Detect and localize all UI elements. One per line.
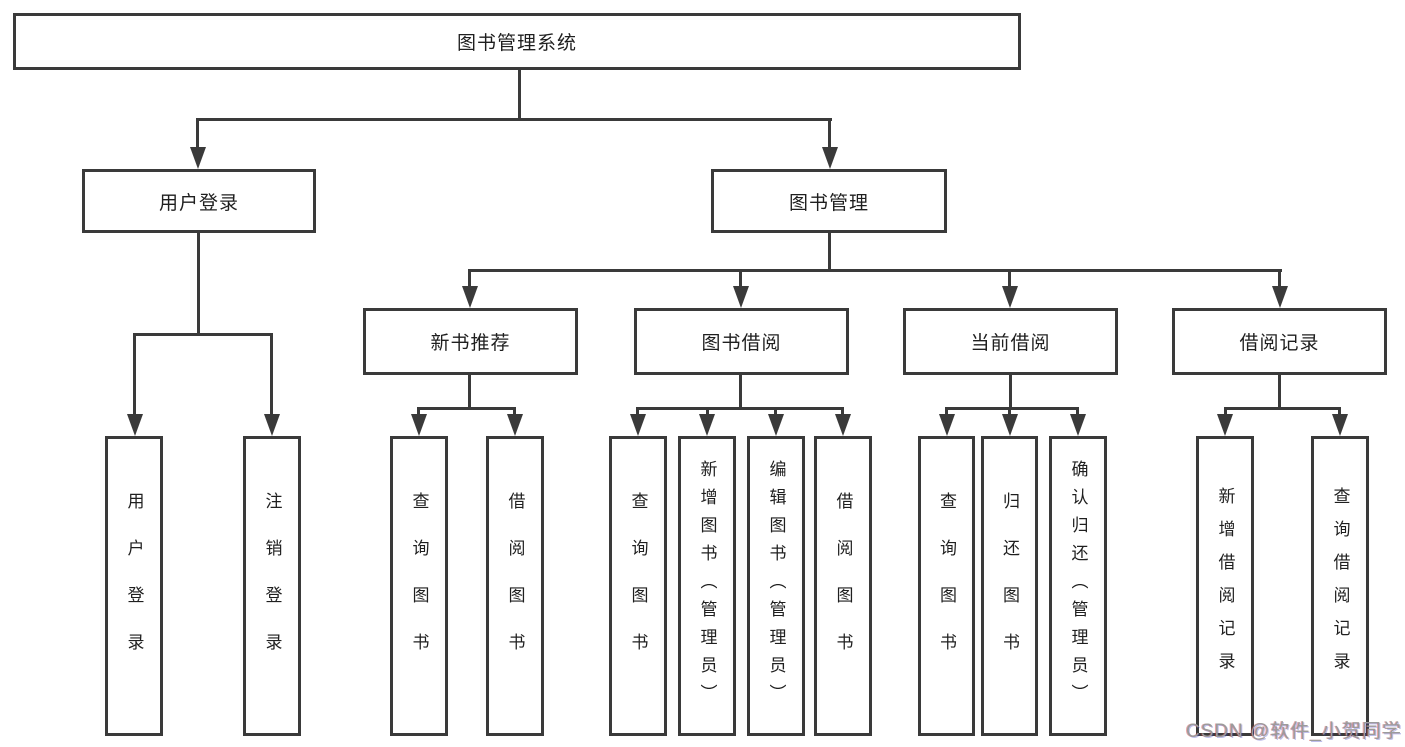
connector-line bbox=[417, 407, 516, 410]
node-label: 借阅图书 bbox=[833, 492, 853, 680]
arrow-down-icon bbox=[699, 414, 715, 436]
connector-line bbox=[841, 407, 844, 416]
node-user-login: 用户登录 bbox=[82, 169, 316, 233]
arrow-down-icon bbox=[1272, 286, 1288, 308]
leaf-logout: 注销登录 bbox=[243, 436, 301, 736]
arrow-down-icon bbox=[462, 286, 478, 308]
node-label: 图书管理系统 bbox=[456, 33, 577, 54]
connector-line bbox=[1076, 407, 1079, 416]
arrow-down-icon bbox=[1070, 414, 1086, 436]
connector-line bbox=[1008, 269, 1011, 287]
arrow-down-icon bbox=[1217, 414, 1233, 436]
connector-line bbox=[196, 118, 832, 121]
connector-line bbox=[196, 118, 199, 149]
connector-line bbox=[739, 375, 742, 409]
node-label: 确认归还（管理员） bbox=[1068, 460, 1088, 712]
leaf-edit-books-admin: 编辑图书（管理员） bbox=[747, 436, 805, 736]
node-label: 新增图书（管理员） bbox=[697, 460, 717, 712]
connector-line bbox=[1338, 407, 1341, 416]
node-current-borrowing: 当前借阅 bbox=[903, 308, 1118, 375]
leaf-user-login: 用户登录 bbox=[105, 436, 163, 736]
leaf-query-books-borrowing: 查询图书 bbox=[609, 436, 667, 736]
arrow-down-icon bbox=[733, 286, 749, 308]
node-label: 用户登录 bbox=[158, 192, 239, 214]
arrow-down-icon bbox=[939, 414, 955, 436]
node-book-borrowing: 图书借阅 bbox=[634, 308, 849, 375]
arrow-down-icon bbox=[411, 414, 427, 436]
node-label: 查询图书 bbox=[628, 492, 648, 680]
node-label: 归还图书 bbox=[1000, 492, 1019, 680]
node-new-book-recommend: 新书推荐 bbox=[363, 308, 578, 375]
connector-line bbox=[513, 407, 516, 416]
connector-line bbox=[417, 407, 420, 416]
node-label: 查询图书 bbox=[409, 492, 429, 680]
arrow-down-icon bbox=[264, 414, 280, 436]
node-label: 用户登录 bbox=[124, 492, 144, 680]
node-label: 查询借阅记录 bbox=[1330, 487, 1350, 685]
connector-line bbox=[133, 333, 273, 336]
connector-line bbox=[945, 407, 1079, 410]
node-label: 新增借阅记录 bbox=[1215, 487, 1235, 685]
arrow-down-icon bbox=[507, 414, 523, 436]
node-label: 新书推荐 bbox=[430, 333, 511, 354]
connector-line bbox=[706, 407, 709, 416]
node-label: 借阅图书 bbox=[505, 492, 525, 680]
node-label: 图书管理 bbox=[788, 192, 869, 214]
leaf-return-books: 归还图书 bbox=[981, 436, 1038, 736]
node-borrowing-records: 借阅记录 bbox=[1172, 308, 1387, 375]
arrow-down-icon bbox=[1002, 286, 1018, 308]
arrow-down-icon bbox=[1002, 414, 1018, 436]
node-label: 查询图书 bbox=[937, 492, 956, 680]
watermark-text: CSDN @软件_小贺同学 bbox=[1186, 721, 1402, 742]
arrow-down-icon bbox=[822, 147, 838, 169]
leaf-add-books-admin: 新增图书（管理员） bbox=[678, 436, 736, 736]
connector-line bbox=[518, 70, 521, 120]
node-label: 编辑图书（管理员） bbox=[766, 460, 786, 712]
connector-line bbox=[1278, 269, 1281, 287]
connector-line bbox=[636, 407, 639, 416]
leaf-borrow-books-borrowing: 借阅图书 bbox=[814, 436, 872, 736]
node-book-management: 图书管理 bbox=[711, 169, 947, 233]
connector-line bbox=[1009, 375, 1012, 409]
leaf-query-books-current: 查询图书 bbox=[918, 436, 975, 736]
connector-line bbox=[739, 269, 742, 287]
connector-line bbox=[133, 333, 136, 414]
arrow-down-icon bbox=[835, 414, 851, 436]
leaf-query-books-recommend: 查询图书 bbox=[390, 436, 448, 736]
node-label: 注销登录 bbox=[262, 492, 282, 680]
arrow-down-icon bbox=[630, 414, 646, 436]
connector-line bbox=[1278, 375, 1281, 409]
leaf-query-borrow-record: 查询借阅记录 bbox=[1311, 436, 1369, 736]
connector-line bbox=[468, 375, 471, 409]
connector-line bbox=[1008, 407, 1011, 416]
node-library-system: 图书管理系统 bbox=[13, 13, 1021, 70]
node-label: 借阅记录 bbox=[1239, 333, 1320, 354]
connector-line bbox=[468, 269, 471, 287]
connector-line bbox=[774, 407, 777, 416]
connector-line bbox=[270, 333, 273, 414]
connector-line bbox=[828, 118, 831, 149]
connector-line bbox=[197, 233, 200, 335]
connector-line bbox=[1224, 407, 1227, 416]
connector-line bbox=[1224, 407, 1341, 410]
arrow-down-icon bbox=[127, 414, 143, 436]
connector-line bbox=[468, 269, 1282, 272]
leaf-add-borrow-record: 新增借阅记录 bbox=[1196, 436, 1254, 736]
node-label: 图书借阅 bbox=[701, 333, 782, 354]
arrow-down-icon bbox=[190, 147, 206, 169]
connector-line bbox=[828, 233, 831, 272]
connector-line bbox=[636, 407, 844, 410]
connector-line bbox=[945, 407, 948, 416]
leaf-borrow-books-recommend: 借阅图书 bbox=[486, 436, 544, 736]
arrow-down-icon bbox=[768, 414, 784, 436]
node-label: 当前借阅 bbox=[970, 333, 1051, 354]
leaf-confirm-return-admin: 确认归还（管理员） bbox=[1049, 436, 1107, 736]
arrow-down-icon bbox=[1332, 414, 1348, 436]
